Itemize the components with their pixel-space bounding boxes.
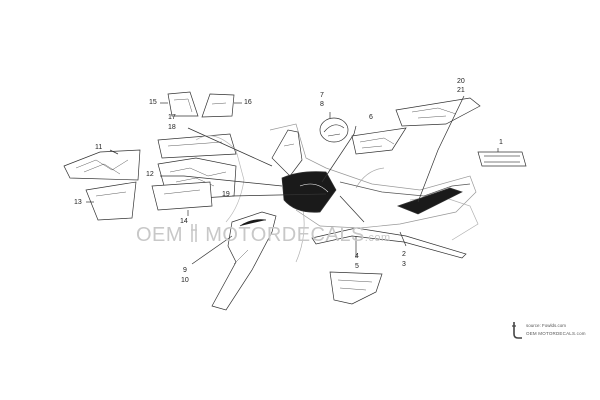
callout-7: 7 (320, 92, 324, 99)
callout-5: 5 (355, 263, 359, 270)
callout-21: 21 (457, 87, 465, 94)
source-credit: source: Fowlds.com OEM MOTORDECALS.com (510, 320, 600, 344)
callout-8: 8 (320, 101, 324, 108)
callout-16: 16 (244, 99, 252, 106)
callout-20: 20 (457, 78, 465, 85)
decal-part-19 (271, 129, 303, 177)
watermark-motordecals: MOTORDECALS (205, 224, 365, 246)
callout-14: 14 (180, 218, 188, 225)
decal-part-4 (329, 271, 383, 305)
callout-1: 1 (499, 139, 503, 146)
callout-18: 18 (168, 124, 176, 131)
decal-part-7 (319, 117, 349, 143)
decal-part-14 (151, 181, 213, 211)
decal-part-1 (477, 151, 527, 167)
callout-17: 17 (168, 114, 176, 121)
callout-13: 13 (74, 199, 82, 206)
watermark-oem: OEM (136, 224, 184, 246)
decal-part-13 (85, 181, 137, 221)
callout-12: 12 (146, 171, 154, 178)
decal-part-20 (395, 97, 481, 127)
decal-part-15 (167, 91, 199, 117)
fork-icon (191, 224, 198, 242)
decal-part-6 (351, 127, 407, 155)
decal-part-16 (201, 93, 235, 118)
callout-2: 2 (402, 251, 406, 258)
callout-3: 3 (402, 261, 406, 268)
wing-logo-icon (512, 322, 522, 339)
callout-19: 19 (222, 191, 230, 198)
source-brand: OEM MOTORDECALS.com (526, 331, 586, 336)
callout-9: 9 (183, 267, 187, 274)
callout-15: 15 (149, 99, 157, 106)
watermark-suffix: .com (364, 232, 391, 244)
watermark: OEM MOTORDECALS.com (136, 222, 466, 247)
callout-4: 4 (355, 253, 359, 260)
decal-part-rear-dark (396, 187, 463, 215)
decal-part-9 (211, 211, 277, 311)
decal-part-2 (311, 227, 467, 259)
callout-11: 11 (95, 144, 103, 151)
callout-10: 10 (181, 277, 189, 284)
source-text: source: Fowlds.com (526, 323, 567, 328)
callout-6: 6 (369, 114, 373, 121)
